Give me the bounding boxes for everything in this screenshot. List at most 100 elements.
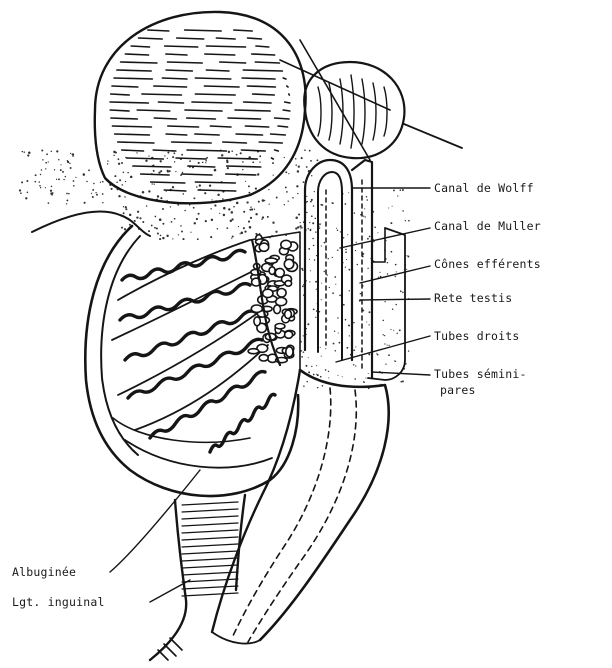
dome-hatch-stroke [228, 118, 260, 119]
stipple-dot [302, 285, 304, 287]
stipple-dot [214, 204, 216, 206]
stipple-dot [275, 231, 277, 233]
stipple-dot [166, 235, 168, 237]
stipple-dot [170, 206, 171, 207]
stipple-dot [345, 266, 346, 267]
stipple-dot [395, 276, 396, 277]
stipple-dot [240, 152, 242, 154]
dome-hatch-stroke [271, 134, 286, 135]
stipple-dot [183, 193, 185, 195]
stipple-dot [214, 169, 217, 172]
stipple-dot [308, 248, 310, 250]
stipple-dot [162, 237, 164, 239]
stipple-dot [262, 216, 264, 218]
stipple-dot [21, 181, 23, 183]
dome-hatch-stroke [168, 126, 199, 127]
stipple-dot [321, 356, 322, 357]
stipple-dot [100, 182, 101, 183]
stipple-dot [236, 154, 238, 156]
stipple-dot [334, 331, 335, 332]
ligament-hatch-stroke [182, 593, 238, 596]
dome-hatch-stroke [248, 38, 262, 39]
stipple-dot [255, 213, 257, 215]
stipple-dot [284, 157, 285, 158]
stipple-dot [292, 197, 294, 199]
stipple-dot [129, 214, 131, 216]
stipple-dot [257, 173, 259, 175]
stipple-dot [40, 174, 41, 175]
stipple-dot [167, 158, 168, 159]
stipple-dot [367, 238, 369, 240]
stipple-dot [205, 160, 207, 162]
stipple-dot [329, 287, 330, 288]
dome-hatch-stroke [206, 46, 245, 47]
dome-hatch-stroke [244, 102, 271, 103]
stipple-dot [308, 357, 309, 358]
stipple-dot [316, 255, 317, 256]
stipple-dot [42, 159, 43, 160]
stipple-dot [395, 304, 397, 306]
dome-hatch-stroke [252, 54, 275, 55]
stipple-dot [40, 187, 41, 188]
dome-hatch-stroke [112, 126, 151, 127]
stipple-dot [297, 170, 299, 172]
stipple-dot [67, 160, 68, 161]
ligament-hatch-stroke [182, 586, 238, 589]
stipple-dot [41, 169, 42, 170]
rete-blob [285, 281, 292, 287]
stipple-dot [119, 179, 121, 181]
stipple-dot [181, 231, 183, 233]
stipple-dot [153, 170, 155, 172]
stipple-dot [121, 227, 123, 229]
stipple-dot [325, 348, 326, 349]
stipple-dot [107, 163, 108, 164]
dome-hatch-stroke [185, 30, 221, 31]
stipple-dot [210, 236, 212, 238]
stipple-dot [319, 223, 321, 225]
stipple-dot [384, 335, 385, 336]
stipple-dot [353, 364, 354, 365]
stipple-dot [41, 150, 43, 152]
stipple-dot [102, 181, 104, 183]
stipple-dot [321, 245, 322, 246]
stipple-dot [210, 208, 211, 209]
stipple-dot [102, 202, 103, 203]
stipple-dot [306, 381, 307, 382]
dome-hatch-stroke [218, 158, 257, 159]
stipple-dot [172, 156, 174, 158]
stipple-dot [199, 184, 201, 186]
stipple-dot [139, 217, 141, 219]
stipple-dot [190, 232, 191, 233]
stipple-dot [364, 208, 365, 209]
dome-hatch-stroke [220, 62, 246, 63]
stipple-dot [182, 172, 183, 173]
globe-hatch-stroke [362, 79, 365, 144]
stipple-dot [301, 356, 303, 358]
dome-hatch-stroke [110, 110, 129, 111]
dome-hatch-stroke [111, 94, 130, 95]
dome-hatch-stroke [115, 134, 150, 135]
dome-hatch-stroke [114, 78, 152, 79]
stipple-dot [75, 177, 76, 178]
stipple-dot [136, 152, 137, 153]
stipple-dot [172, 186, 174, 188]
stipple-dot [60, 169, 62, 171]
stipple-dot [311, 199, 313, 201]
stipple-dot [54, 169, 55, 170]
dome-hatch-stroke [195, 134, 219, 135]
dome-hatch-stroke [187, 118, 216, 119]
stipple-dot [250, 217, 252, 219]
stipple-dot [209, 185, 211, 187]
stipple-dot [346, 347, 348, 349]
stipple-dot [231, 218, 233, 220]
stipple-dot [202, 162, 204, 164]
stipple-dot [316, 374, 317, 375]
stipple-dot [336, 228, 337, 229]
stipple-dot [303, 351, 305, 353]
dome-hatch-stroke [110, 102, 148, 103]
dome-hatch-stroke [112, 86, 138, 87]
stipple-dot [306, 166, 308, 168]
stipple-dot [357, 264, 359, 266]
stipple-dot [284, 204, 285, 205]
rete-blob [259, 355, 268, 361]
